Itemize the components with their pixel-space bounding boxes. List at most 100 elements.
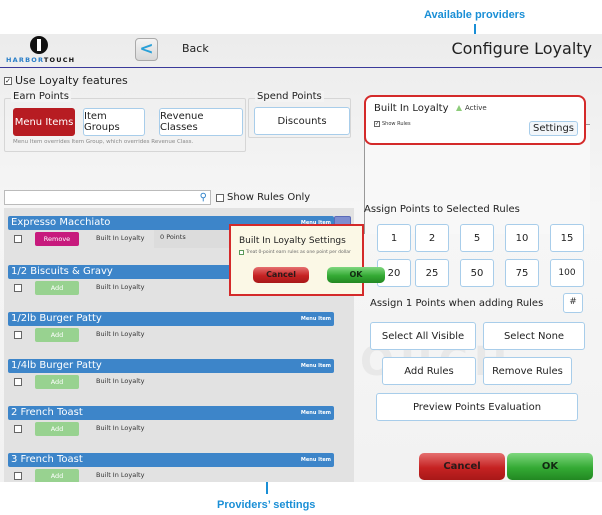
provider-name: Built In Loyalty [96,424,145,432]
item-checkbox[interactable] [14,378,22,386]
item-rule-row: Add Built In Loyalty [8,467,334,482]
add-button[interactable]: Add [35,375,79,389]
tab-revenue-classes[interactable]: Revenue Classes [159,108,243,136]
chevron-left-icon: < [139,39,154,59]
cancel-button[interactable]: Cancel [419,453,505,480]
list-item: 3 French Toast Menu Item Add Built In Loy… [8,453,334,482]
spend-points-group: Spend Points Discounts [248,91,351,138]
logo-text-harbor: HARBOR [6,56,44,64]
custom-points-button[interactable]: # [563,293,583,313]
item-rule-row: Add Built In Loyalty [8,420,334,440]
item-name: 2 French Toast [11,407,83,418]
add-button[interactable]: Add [35,422,79,436]
checkbox-checked-icon[interactable] [239,250,244,255]
item-header[interactable]: 3 French Toast Menu Item [8,453,334,467]
tab-menu-items[interactable]: Menu Items [13,108,75,136]
header: HARBORTOUCH < Back Configure Loyalty [0,34,602,68]
checkbox-checked-icon[interactable]: ✓ [4,76,12,85]
provider-name: Built In Loyalty [374,103,449,114]
points-value: 0 Points [160,233,186,241]
provider-name: Built In Loyalty [96,471,145,479]
dialog-title: Built In Loyalty Settings [239,236,346,246]
assign-on-add-label: Assign 1 Points when adding Rules [370,298,544,309]
annotation-providers-settings: Providers’ settings [217,499,316,511]
add-button[interactable]: Add [35,328,79,342]
item-checkbox[interactable] [14,472,22,480]
provider-status: Active [456,104,487,112]
back-label[interactable]: Back [182,42,209,55]
logo-text-touch: TOUCH [43,56,76,64]
treat-zero-points-label: Treat 0-point earn rules as one point pe… [246,250,351,255]
points-button-1[interactable]: 1 [377,224,411,252]
show-rules-label: Show Rules [382,121,411,127]
item-header[interactable]: 1/4lb Burger Patty Menu Item [8,359,334,373]
preview-points-button[interactable]: Preview Points Evaluation [376,393,578,421]
item-name: 1/4lb Burger Patty [11,360,102,371]
add-button[interactable]: Add [35,281,79,295]
page-title: Configure Loyalty [451,39,592,58]
checkbox-unchecked-icon[interactable] [216,193,224,202]
back-button[interactable]: < [135,38,158,61]
points-button-10[interactable]: 10 [505,224,539,252]
points-button-15[interactable]: 15 [550,224,584,252]
active-triangle-icon [456,105,462,111]
item-checkbox[interactable] [14,284,22,292]
points-button-100[interactable]: 100 [550,259,584,287]
search-input[interactable]: ⚲ [4,190,211,205]
earn-points-group: Earn Points Menu Items Item Groups Reven… [4,91,246,152]
list-item: 2 French Toast Menu Item Add Built In Loy… [8,406,334,440]
dialog-cancel-button[interactable]: Cancel [253,267,309,283]
tab-discounts[interactable]: Discounts [254,107,350,135]
tab-item-groups[interactable]: Item Groups [83,108,145,136]
assign-on-add-checkbox[interactable]: Assign 1 Points when adding Rules [370,298,543,309]
assign-points-label: Assign Points to Selected Rules [364,204,520,215]
item-name: 1/2lb Burger Patty [11,313,102,324]
item-rule-row: Add Built In Loyalty [8,373,334,393]
search-icon[interactable]: ⚲ [199,192,207,203]
checkbox-checked-icon[interactable]: ✓ [374,121,380,127]
item-checkbox[interactable] [14,235,22,243]
points-button-5[interactable]: 5 [460,224,494,252]
remove-button[interactable]: Remove [35,232,79,246]
settings-button[interactable]: Settings [528,121,578,136]
item-type: Menu Item [300,410,331,416]
dialog-ok-button[interactable]: OK [327,267,385,283]
item-name: Expresso Macchiato [11,217,111,228]
provider-card: Built In Loyalty Active ✓Show Rules Sett… [364,95,586,145]
use-loyalty-checkbox[interactable]: ✓ Use Loyalty features [4,74,128,87]
remove-rules-button[interactable]: Remove Rules [483,357,572,385]
points-button-50[interactable]: 50 [460,259,494,287]
item-checkbox[interactable] [14,425,22,433]
provider-name: Built In Loyalty [96,377,145,385]
item-type: Menu Item [300,457,331,463]
select-all-visible-button[interactable]: Select All Visible [370,322,476,350]
treat-zero-points-checkbox[interactable]: Treat 0-point earn rules as one point pe… [239,250,351,255]
earn-points-legend: Earn Points [11,91,71,102]
use-loyalty-label: Use Loyalty features [15,74,128,87]
list-item: 1/4lb Burger Patty Menu Item Add Built In… [8,359,334,393]
annotation-available-providers: Available providers [424,9,526,21]
loyalty-settings-dialog: Built In Loyalty Settings Treat 0-point … [229,224,385,296]
provider-status-text: Active [465,104,487,112]
item-rule-row: Add Built In Loyalty [8,279,334,299]
add-button[interactable]: Add [35,469,79,482]
item-checkbox[interactable] [14,331,22,339]
lighthouse-icon [30,36,48,54]
show-rules-only-label: Show Rules Only [227,192,311,203]
ok-button[interactable]: OK [507,453,593,480]
item-header[interactable]: 2 French Toast Menu Item [8,406,334,420]
item-type: Menu Item [300,363,331,369]
show-rules-checkbox[interactable]: ✓Show Rules [374,121,411,127]
add-rules-button[interactable]: Add Rules [382,357,476,385]
item-name: 3 French Toast [11,454,83,465]
show-rules-only-checkbox[interactable]: Show Rules Only [216,192,310,203]
points-button-2[interactable]: 2 [415,224,449,252]
select-none-button[interactable]: Select None [483,322,585,350]
provider-name: Built In Loyalty [96,234,145,242]
provider-name: Built In Loyalty [96,330,145,338]
points-button-75[interactable]: 75 [505,259,539,287]
points-button-25[interactable]: 25 [415,259,449,287]
